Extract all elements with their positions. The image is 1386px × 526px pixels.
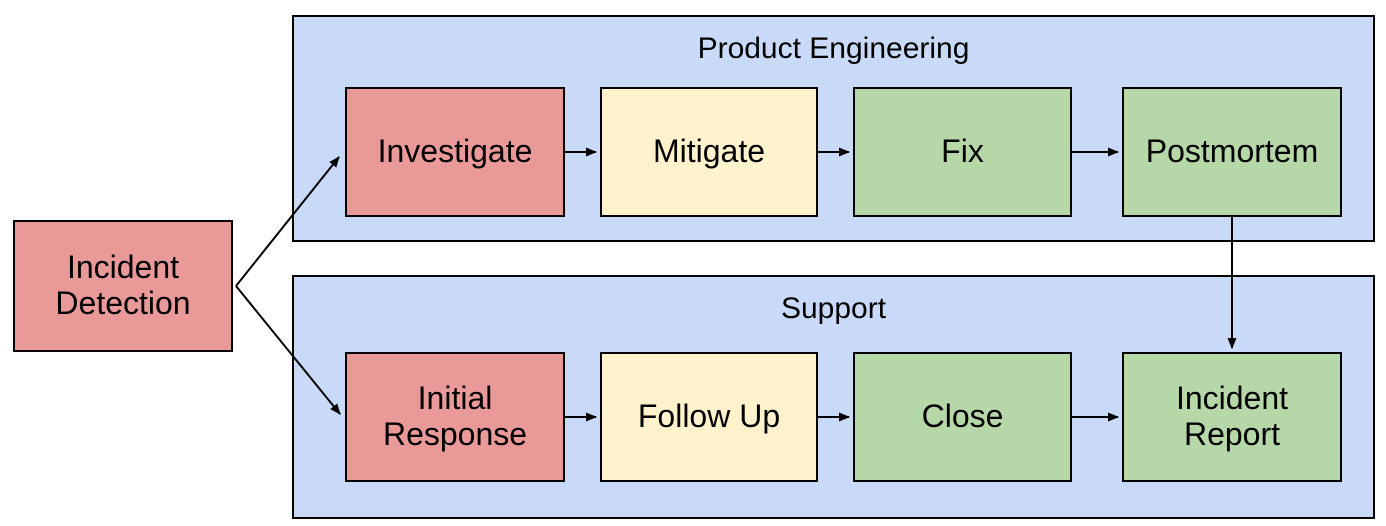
- node-close: Close: [853, 352, 1072, 482]
- lane-title-support: Support: [780, 292, 887, 325]
- node-postmortem: Postmortem: [1122, 87, 1342, 217]
- lane-title-product-engineering: Product Engineering: [697, 32, 970, 65]
- node-investigate: Investigate: [345, 87, 565, 217]
- node-incident-detection-label: Incident Detection: [55, 249, 191, 321]
- node-fix: Fix: [853, 87, 1072, 217]
- node-initial-response-label: Initial Response: [382, 380, 528, 452]
- node-postmortem-label: Postmortem: [1145, 133, 1319, 170]
- node-incident-report-label: Incident Report: [1175, 380, 1289, 452]
- node-incident-report: Incident Report: [1122, 352, 1342, 482]
- node-initial-response: Initial Response: [345, 352, 565, 482]
- node-mitigate-label: Mitigate: [652, 133, 766, 170]
- node-close-label: Close: [921, 398, 1004, 435]
- node-incident-detection: Incident Detection: [13, 220, 233, 352]
- node-investigate-label: Investigate: [377, 133, 533, 170]
- node-follow-up: Follow Up: [600, 352, 818, 482]
- node-follow-up-label: Follow Up: [637, 398, 781, 435]
- node-mitigate: Mitigate: [600, 87, 818, 217]
- node-fix-label: Fix: [941, 133, 984, 170]
